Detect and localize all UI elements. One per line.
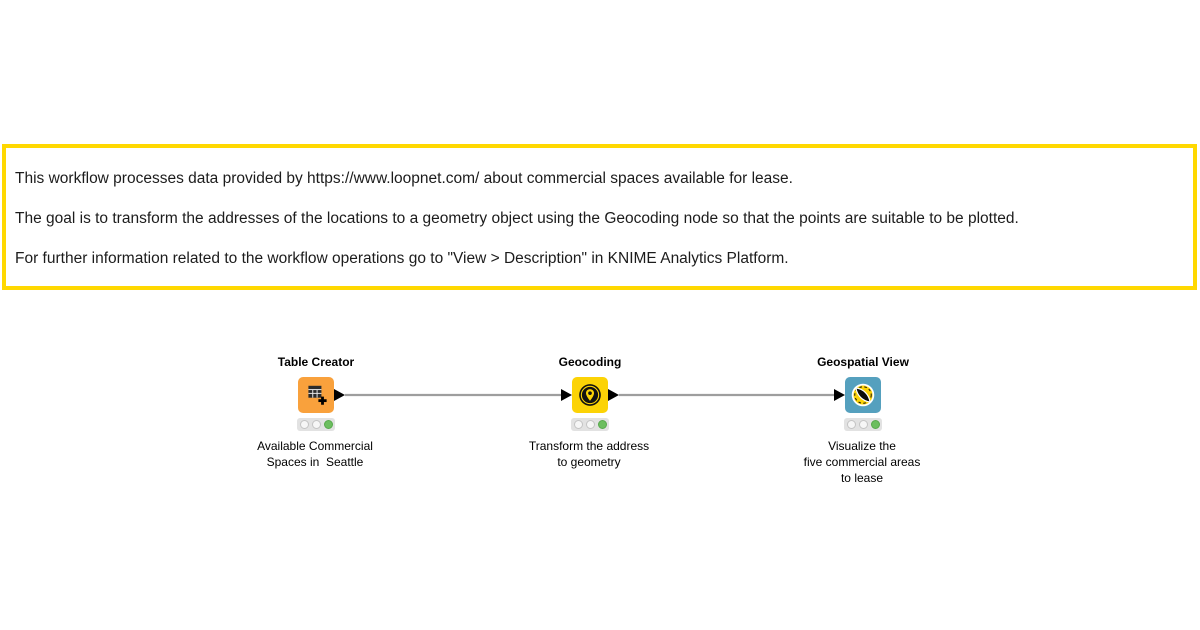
annotation-line-3: For further information related to the w… bbox=[15, 250, 789, 267]
status-lamp-idle bbox=[858, 420, 868, 429]
node-table-creator[interactable] bbox=[298, 377, 334, 413]
node-title-geospatial-view[interactable]: Geospatial View bbox=[817, 355, 909, 369]
table-plus-icon bbox=[308, 385, 327, 405]
caption-line: Spaces in Seattle bbox=[266, 455, 364, 469]
status-light-table-creator bbox=[297, 418, 335, 431]
status-lamp-idle bbox=[311, 420, 321, 429]
status-lamp-idle bbox=[573, 420, 583, 429]
node-title-table-creator[interactable]: Table Creator bbox=[277, 355, 355, 369]
geocoding-pin-icon bbox=[579, 384, 601, 406]
output-port-geocoding[interactable] bbox=[608, 389, 619, 401]
status-light-geospatial-view bbox=[844, 418, 882, 431]
caption-line: five commercial areas bbox=[803, 455, 921, 469]
status-lamp-idle bbox=[846, 420, 856, 429]
geospatial-globe-icon bbox=[851, 383, 875, 407]
node-geocoding[interactable] bbox=[572, 377, 608, 413]
status-lamp-idle bbox=[299, 420, 309, 429]
input-port-geospatial-view[interactable] bbox=[834, 389, 845, 401]
node-geospatial-view[interactable] bbox=[845, 377, 881, 413]
status-lamp-idle bbox=[585, 420, 595, 429]
caption-line: to lease bbox=[840, 471, 884, 485]
workflow-annotation[interactable]: This workflow processes data provided by… bbox=[2, 144, 1197, 290]
node-caption-geocoding[interactable]: Transform the address to geometry bbox=[529, 438, 649, 470]
status-lamp-executed bbox=[323, 420, 333, 429]
node-caption-geospatial-view[interactable]: Visualize the five commercial areas to l… bbox=[804, 438, 921, 486]
status-lamp-executed bbox=[870, 420, 880, 429]
caption-line: Available Commercial bbox=[257, 439, 373, 453]
caption-line: to geometry bbox=[557, 455, 621, 469]
status-lamp-executed bbox=[597, 420, 607, 429]
annotation-line-2: The goal is to transform the addresses o… bbox=[15, 210, 1019, 227]
output-port-table-creator[interactable] bbox=[334, 389, 345, 401]
caption-line: Transform the address bbox=[528, 439, 650, 453]
annotation-line-1: This workflow processes data provided by… bbox=[15, 170, 793, 187]
caption-line: Visualize the bbox=[828, 439, 896, 453]
input-port-geocoding[interactable] bbox=[561, 389, 572, 401]
node-caption-table-creator[interactable]: Available Commercial Spaces in Seattle bbox=[257, 438, 373, 470]
status-light-geocoding bbox=[571, 418, 609, 431]
node-title-geocoding[interactable]: Geocoding bbox=[558, 355, 622, 369]
